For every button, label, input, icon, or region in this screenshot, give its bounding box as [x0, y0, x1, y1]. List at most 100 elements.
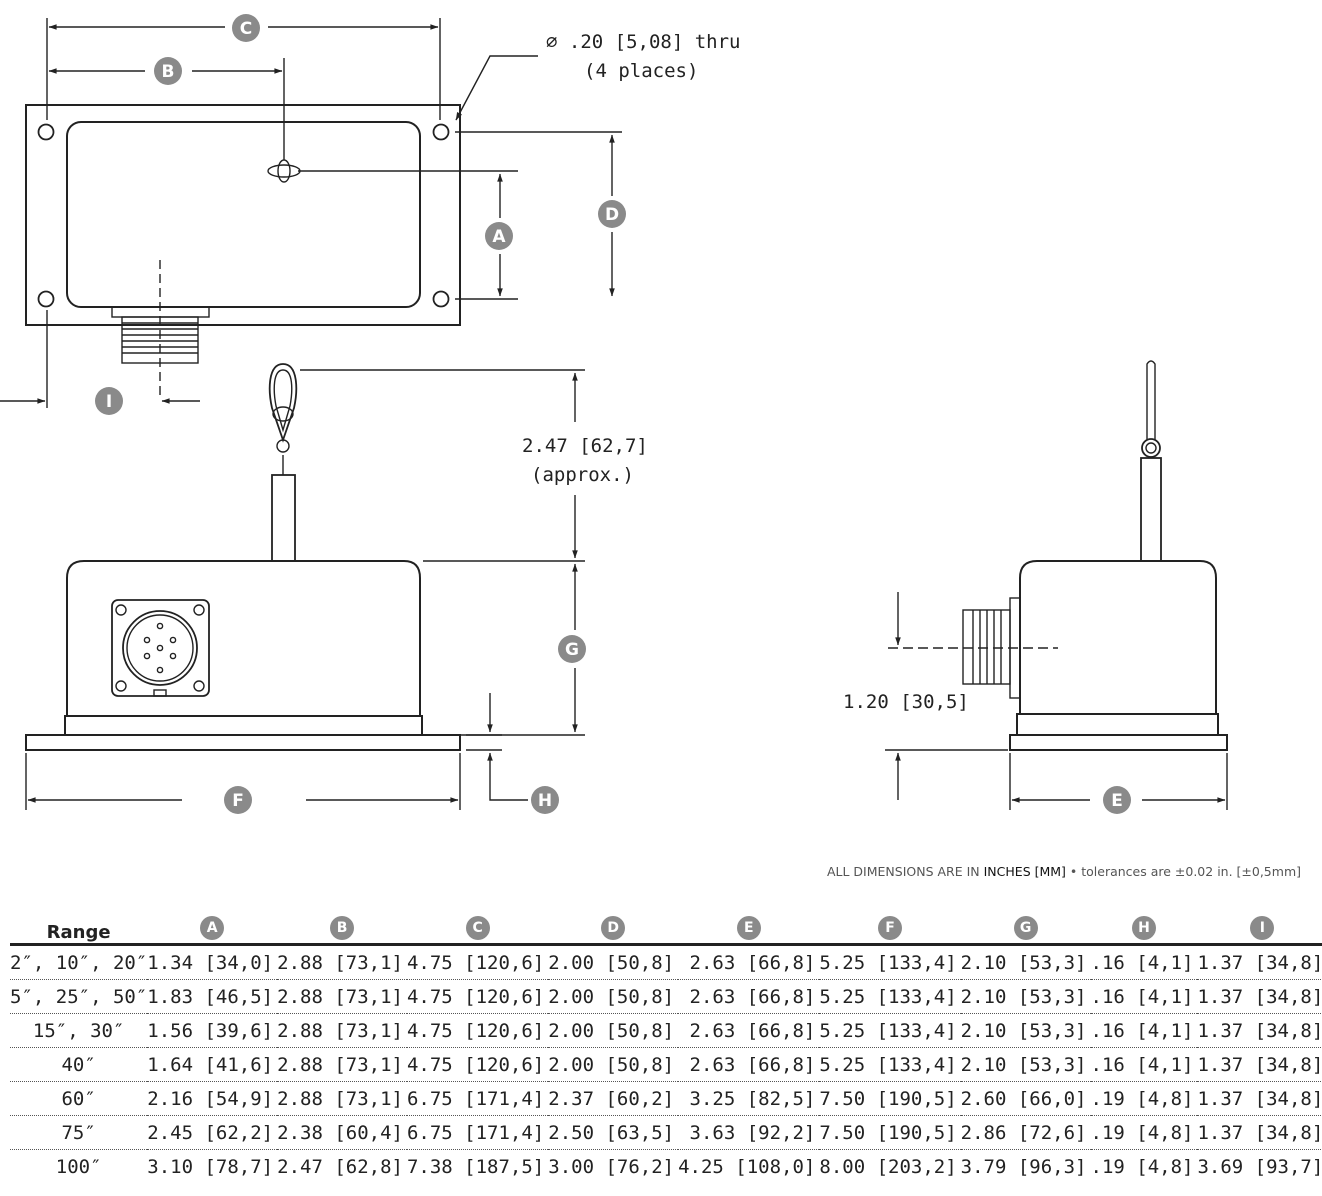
dimension-cell: 2.88 [73,1] [277, 979, 407, 1014]
table-row: 5″, 25″, 50″1.83 [46,5]2.88 [73,1]4.75 [… [10, 979, 1322, 1014]
dimension-cell: 4.25 [108,0] [678, 1155, 816, 1178]
dimension-cell: 5.25 [133,4] [819, 1047, 961, 1082]
column-badge: E [736, 916, 761, 940]
dimensions-table: Range A B C D E F G H I 2″, 10″, 20″1.34… [10, 910, 1322, 1183]
range-cell: 75″ [10, 1115, 148, 1150]
dimension-cell: 8.00 [203,2] [819, 1155, 957, 1178]
badge-i: I [95, 387, 123, 415]
cable-length-line2: (approx.) [531, 464, 634, 486]
dimension-cell: 7.38 [187,5] [406, 1155, 545, 1178]
dimension-cell: 4.75 [120,6] [406, 944, 549, 980]
dimension-cell: 2.45 [62,2] [147, 1115, 278, 1150]
table-row: 15″, 30″1.56 [39,6]2.88 [73,1]4.75 [120,… [10, 1013, 1322, 1048]
dimension-cell: 2.00 [50,8] [548, 979, 679, 1014]
dimension-cell: 7.50 [190,5] [819, 1115, 961, 1150]
column-header-h: H [1090, 910, 1198, 946]
dimension-cell: 1.37 [34,8] [1197, 1013, 1322, 1048]
svg-text:D: D [605, 205, 619, 225]
svg-text:E: E [1111, 791, 1123, 811]
column-badge: B [330, 916, 355, 940]
svg-text:B: B [162, 62, 175, 82]
column-badge: C [465, 916, 490, 940]
dimension-cell: .19 [4,8] [1090, 1155, 1194, 1178]
dimension-cell: 2.50 [63,5] [548, 1115, 679, 1150]
svg-text:I: I [106, 392, 112, 412]
dimension-cell: 3.63 [92,2] [678, 1115, 820, 1150]
hole-note-line2: (4 places) [584, 60, 698, 82]
dimension-cell: 2.63 [66,8] [678, 1013, 820, 1048]
svg-text:G: G [565, 640, 579, 660]
top-view [25, 104, 461, 400]
badge-f: F [224, 786, 252, 814]
dimension-drawing: ∅ .20 [5,08] thru (4 places) 2.47 [62,7]… [0, 14, 1228, 814]
front-view [25, 363, 461, 751]
column-header-a: A [147, 910, 278, 946]
dimension-cell: .19 [4,8] [1090, 1081, 1198, 1116]
dimension-cell: 2.16 [54,9] [147, 1081, 278, 1116]
column-header-c: C [406, 910, 549, 946]
dimension-cell: 2.37 [60,2] [548, 1081, 679, 1116]
dimension-cell: .16 [4,1] [1090, 1047, 1198, 1082]
dimension-cell: 2.10 [53,3] [960, 979, 1091, 1014]
dimension-cell: 1.37 [34,8] [1197, 1047, 1322, 1082]
dimension-cell: 2.88 [73,1] [277, 1013, 407, 1048]
dimension-cell: .16 [4,1] [1090, 944, 1198, 980]
dimension-cell: 1.37 [34,8] [1197, 979, 1322, 1014]
dimension-cell: 3.00 [76,2] [548, 1155, 675, 1178]
dimension-cell: 2.10 [53,3] [960, 1013, 1091, 1048]
svg-text:C: C [240, 19, 252, 39]
dimension-cell: 3.69 [93,7] [1197, 1155, 1322, 1178]
dimension-cell: 1.34 [34,0] [147, 944, 278, 980]
dimension-cell: 2.00 [50,8] [548, 1047, 679, 1082]
dimension-cell: 2.88 [73,1] [277, 944, 407, 980]
range-cell: 5″, 25″, 50″ [10, 979, 148, 1014]
dimension-cell: 6.75 [171,4] [406, 1081, 549, 1116]
column-badge: G [1013, 916, 1038, 940]
dimension-cell: 4.75 [120,6] [406, 1013, 549, 1048]
dimension-cell: 2.00 [50,8] [548, 944, 679, 980]
dimension-cell: 2.88 [73,1] [277, 1047, 407, 1082]
column-badge: D [601, 916, 626, 940]
dimension-cell: 3.79 [96,3] [960, 1155, 1087, 1178]
range-cell: 2″, 10″, 20″ [10, 944, 148, 980]
table-row: 100″3.10 [78,7]2.47 [62,8]7.38 [187,5]3.… [10, 1150, 1322, 1184]
column-header-g: G [960, 910, 1091, 946]
svg-text:A: A [492, 227, 506, 247]
dimension-cell: 2.10 [53,3] [960, 944, 1091, 980]
badge-h: H [531, 786, 559, 814]
range-cell: 60″ [10, 1081, 148, 1116]
range-header: Range [10, 910, 148, 946]
dimension-cell: 2.63 [66,8] [678, 979, 820, 1014]
dimension-cell: 1.83 [46,5] [147, 979, 278, 1014]
side-view [888, 360, 1228, 751]
cable-length-line1: 2.47 [62,7] [522, 435, 648, 457]
dimension-cell: 5.25 [133,4] [819, 944, 961, 980]
table-row: 75″2.45 [62,2]2.38 [60,4]6.75 [171,4]2.5… [10, 1115, 1322, 1150]
dimension-cell: 2.60 [66,0] [960, 1081, 1091, 1116]
column-header-f: F [819, 910, 961, 946]
svg-text:H: H [538, 791, 552, 811]
badge-d: D [598, 200, 626, 228]
dimension-cell: 2.63 [66,8] [678, 944, 820, 980]
connector-height-label: 1.20 [30,5] [843, 691, 969, 713]
dimension-cell: 2.00 [50,8] [548, 1013, 679, 1048]
units-note: ALL DIMENSIONS ARE IN INCHES [MM] • tole… [827, 864, 1301, 879]
dimension-cell: .16 [4,1] [1090, 979, 1198, 1014]
table-header-row: Range A B C D E F G H I [10, 910, 1322, 946]
column-header-d: D [548, 910, 679, 946]
badge-g: G [558, 635, 586, 663]
dimension-cell: 2.10 [53,3] [960, 1047, 1091, 1082]
dimension-cell: 2.86 [72,6] [960, 1115, 1091, 1150]
badge-b: B [154, 57, 182, 85]
dimension-cell: 2.47 [62,8] [277, 1155, 403, 1178]
badge-a: A [485, 222, 513, 250]
units-note-units: INCHES [MM] [983, 864, 1066, 879]
dimension-cell: 4.75 [120,6] [406, 1047, 549, 1082]
units-note-prefix: ALL DIMENSIONS ARE IN [826, 864, 984, 879]
dimension-cell: .19 [4,8] [1090, 1115, 1198, 1150]
table-row: 60″2.16 [54,9]2.88 [73,1]6.75 [171,4]2.3… [10, 1081, 1322, 1116]
dimension-cell: 2.88 [73,1] [277, 1081, 407, 1116]
dimension-cell: 2.38 [60,4] [277, 1115, 407, 1150]
dimension-cell: 2.63 [66,8] [678, 1047, 820, 1082]
table-row: 40″1.64 [41,6]2.88 [73,1]4.75 [120,6]2.0… [10, 1047, 1322, 1082]
